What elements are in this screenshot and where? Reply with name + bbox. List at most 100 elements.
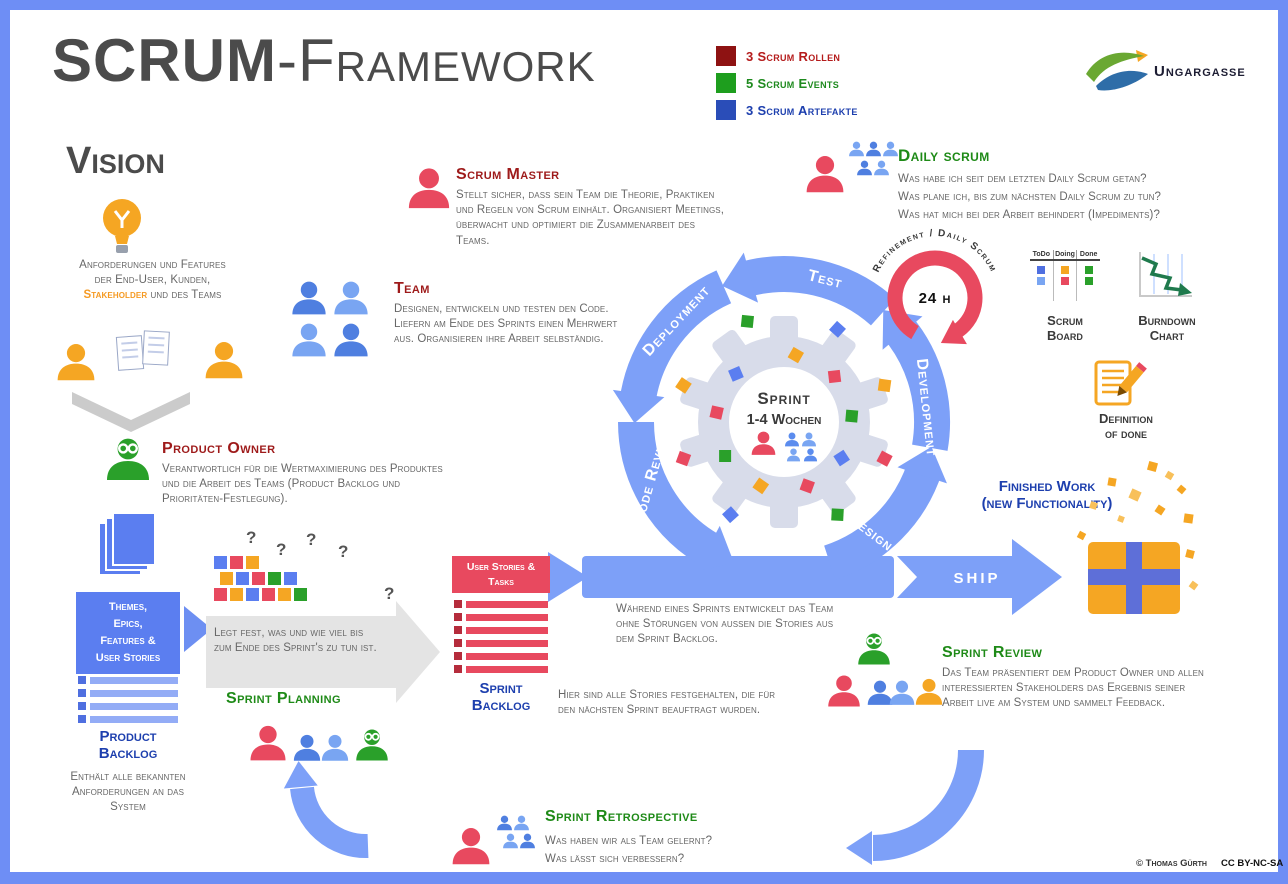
person-icon bbox=[873, 159, 890, 176]
legend-label: 5 Scrum Events bbox=[746, 75, 839, 91]
review-to-retro-arrow-icon bbox=[846, 749, 984, 865]
team-icon-group bbox=[290, 278, 376, 364]
task-squares-group bbox=[675, 314, 893, 524]
product-owner-description: Verantwortlich für die Wertmaximierung d… bbox=[162, 463, 443, 506]
product-backlog-heading: Product Backlog bbox=[98, 728, 158, 763]
document-icon bbox=[115, 335, 145, 371]
scrum-master-description: Stellt sicher, dass sein Team die Theori… bbox=[456, 189, 725, 247]
person-icon bbox=[865, 140, 882, 157]
vision-text-stakeholder: Stakeholder bbox=[83, 289, 148, 302]
refinement-arrow-icon bbox=[887, 250, 983, 340]
lightbulb-icon bbox=[103, 199, 141, 253]
pb-box-line: Epics, bbox=[113, 618, 143, 631]
scrum-master-heading: Scrum Master bbox=[456, 166, 560, 183]
square-row bbox=[220, 572, 300, 590]
square-row bbox=[214, 588, 310, 606]
person-icon bbox=[290, 278, 328, 316]
border-left bbox=[0, 0, 10, 884]
sprint-duration-label: 1-4 Wochen bbox=[747, 412, 822, 428]
legend-label: 3 Scrum Artefakte bbox=[746, 102, 858, 118]
vision-text-before: Anforderungen und Features der End-User,… bbox=[79, 259, 226, 287]
pb-box-line: Features & bbox=[100, 635, 156, 648]
burndown-chart-heading: Burndown Chart bbox=[1138, 313, 1196, 343]
border-bottom bbox=[0, 872, 1288, 884]
person-icon bbox=[320, 732, 350, 762]
sprint-review-people bbox=[826, 630, 944, 725]
sprint-backlog-list bbox=[454, 600, 548, 678]
sprint-center-label: Sprint bbox=[757, 389, 810, 408]
person-icon bbox=[292, 732, 322, 762]
person-icon bbox=[856, 159, 873, 176]
roles-swatch-icon bbox=[716, 46, 736, 66]
person-icon bbox=[332, 320, 370, 358]
sprint-backlog-description: Hier sind alle Stories festgehalten, die… bbox=[558, 689, 776, 717]
vision-description: Anforderungen und Features der End-User,… bbox=[70, 258, 235, 304]
sprint-review-description: Das Team präsentiert dem Product Owner u… bbox=[942, 667, 1204, 710]
definition-of-done-icon bbox=[1094, 360, 1147, 406]
board-col-todo: ToDo bbox=[1032, 251, 1051, 258]
sprint-review-heading: Sprint Review bbox=[942, 644, 1043, 661]
person-icon bbox=[290, 320, 328, 358]
product-backlog-description: Enthält alle bekannten Anforderungen an … bbox=[70, 771, 186, 814]
legend-item-roles: 3 Scrum Rollen bbox=[716, 46, 858, 66]
finished-work-heading: Finished Work (new Functionality) bbox=[981, 478, 1113, 513]
board-col-doing: Doing bbox=[1052, 250, 1077, 259]
daily-scrum-q1: Was habe ich seit dem letzten Daily Scru… bbox=[898, 173, 1147, 185]
square-row bbox=[214, 556, 262, 574]
sprint-backlog-heading: Sprint Backlog bbox=[471, 680, 531, 715]
product-backlog-list bbox=[78, 676, 178, 728]
board-col-done: Done bbox=[1076, 250, 1100, 259]
vision-people bbox=[55, 328, 255, 398]
vision-text-after: und des Teams bbox=[147, 289, 222, 302]
question-mark: ? bbox=[338, 542, 349, 561]
person-icon bbox=[804, 152, 846, 194]
retro-to-planning-arrow-icon bbox=[283, 761, 369, 859]
sprint-cycle-ring: Sprint 1-4 Wochen Deployment Test Develo… bbox=[612, 252, 950, 580]
person-icon bbox=[914, 676, 944, 706]
person-icon bbox=[848, 140, 865, 157]
person-icon bbox=[203, 338, 245, 380]
sprint-retrospective-people bbox=[450, 814, 546, 874]
pb-box-line: User Stories bbox=[95, 652, 161, 665]
person-icon bbox=[496, 814, 513, 831]
backlog-documents-icon bbox=[98, 512, 160, 576]
legend-item-events: 5 Scrum Events bbox=[716, 73, 858, 93]
page-title: SCRUM-Framework bbox=[52, 26, 596, 95]
ship-arrow-icon bbox=[897, 539, 1062, 615]
down-chevron-icon bbox=[72, 392, 190, 432]
product-owner-icon bbox=[104, 434, 152, 482]
ship-label: SHIP bbox=[953, 570, 1000, 587]
product-backlog-box: Themes, Epics, Features & User Stories bbox=[76, 592, 180, 675]
scrum-master-icon bbox=[406, 164, 452, 210]
daily-scrum-q3: Was hat mich bei der Arbeit behindert (I… bbox=[898, 209, 1160, 221]
scrum-board-heading: Scrum Board bbox=[1047, 313, 1083, 343]
planning-arrow-text: Legt fest, was und wie viel bis zum Ende… bbox=[214, 627, 377, 655]
definition-of-done-heading: Definition of done bbox=[1099, 411, 1153, 441]
person-icon bbox=[888, 678, 916, 706]
question-mark: ? bbox=[276, 540, 287, 559]
person-icon bbox=[55, 340, 97, 382]
person-icon bbox=[513, 814, 530, 831]
logo-label: Ungargasse bbox=[1154, 62, 1246, 80]
person-icon bbox=[856, 630, 892, 666]
person-icon bbox=[519, 832, 536, 849]
page-title-rest: -Framework bbox=[277, 27, 596, 94]
sprint-flow-text: Während eines Sprints entwickelt das Tea… bbox=[616, 603, 834, 646]
daily-scrum-q2: Was plane ich, bis zum nächsten Daily Sc… bbox=[898, 191, 1162, 203]
author-credit: © Thomas Gürth bbox=[1136, 858, 1207, 869]
gear-icon bbox=[680, 316, 888, 528]
question-mark: ? bbox=[246, 528, 257, 547]
estimation-squares: ? ? ? ? ? bbox=[212, 528, 412, 620]
sprint-planning-heading: Sprint Planning bbox=[226, 690, 341, 707]
logo-icon bbox=[1086, 50, 1148, 91]
person-icon bbox=[502, 832, 519, 849]
refinement-time-label: 24 h bbox=[919, 290, 952, 307]
document-icon bbox=[142, 330, 170, 366]
sprint-retrospective-q2: Was lässt sich verbessern? bbox=[545, 853, 685, 865]
finished-work-gift bbox=[1076, 460, 1200, 630]
person-icon bbox=[826, 672, 862, 708]
question-mark: ? bbox=[384, 584, 395, 603]
legend-label: 3 Scrum Rollen bbox=[746, 48, 841, 64]
sprint-planning-people bbox=[248, 720, 398, 770]
